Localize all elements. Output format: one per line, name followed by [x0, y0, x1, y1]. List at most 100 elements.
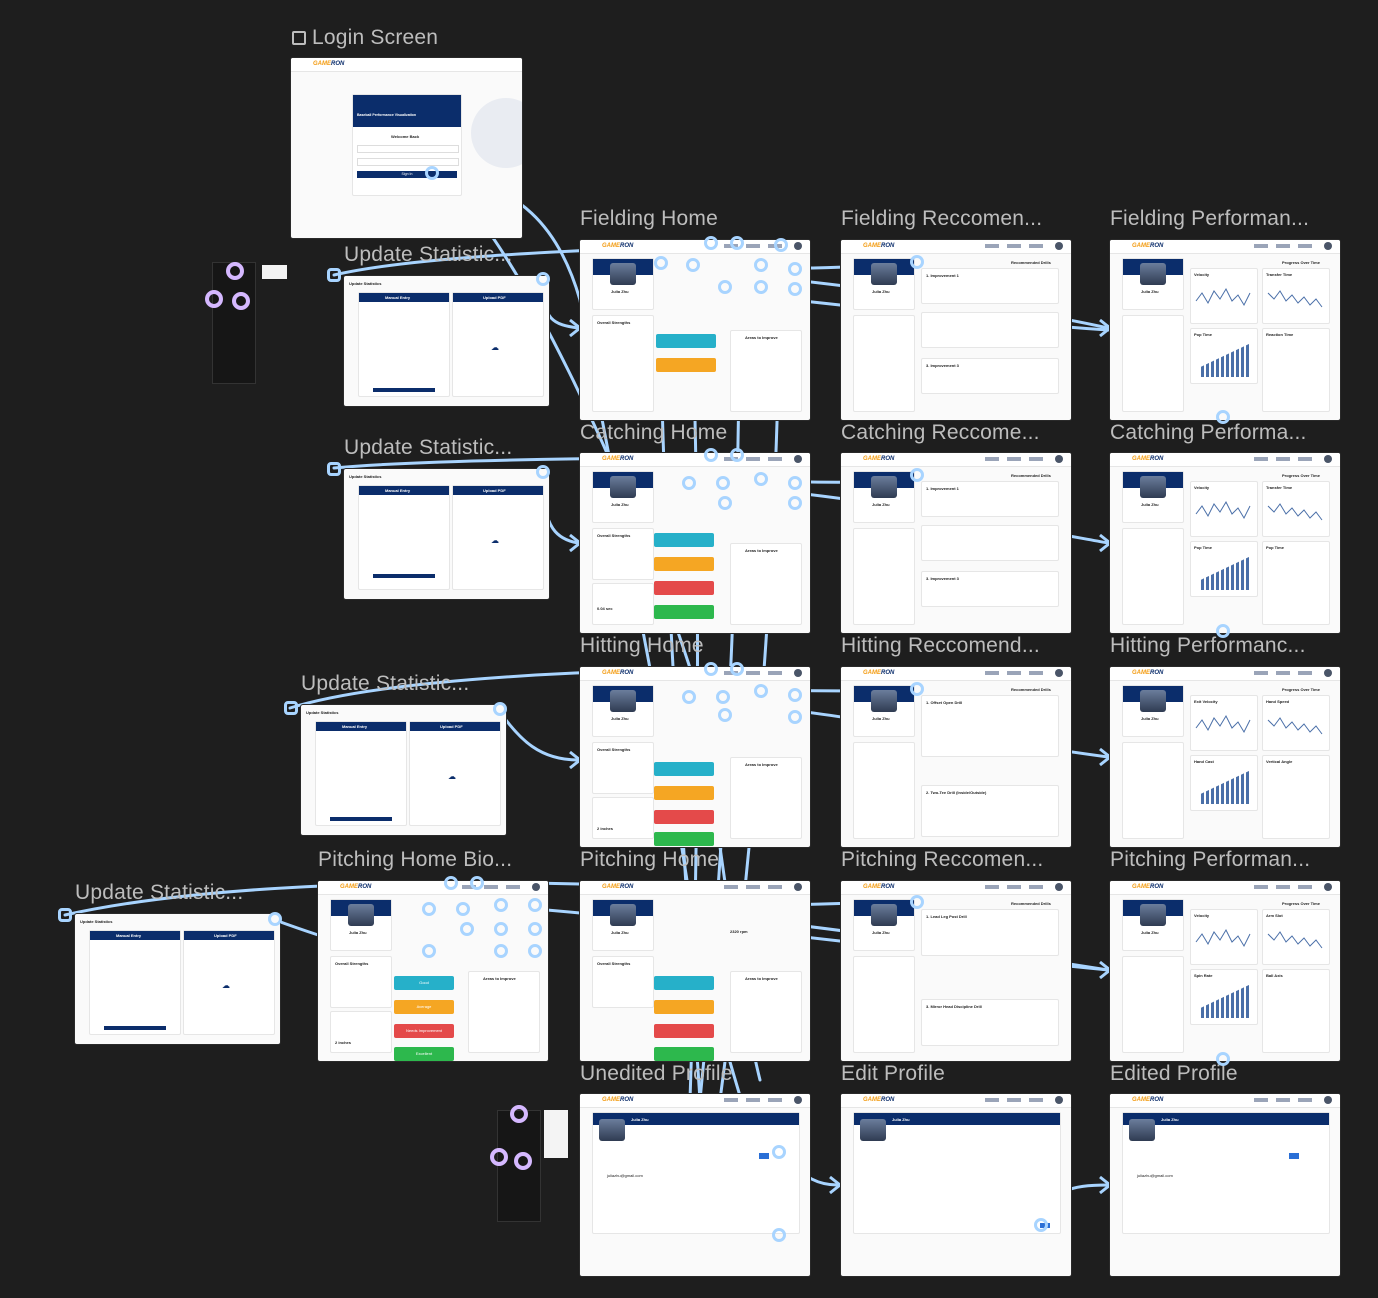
connection-node[interactable]	[730, 236, 744, 250]
connection-node[interactable]	[58, 908, 72, 922]
connection-node[interactable]	[910, 895, 924, 909]
frame-update-statistics-2[interactable]: Update Statistics Manual Entry Upload PD…	[344, 469, 549, 599]
connection-node[interactable]	[910, 255, 924, 269]
avatar[interactable]	[794, 1096, 802, 1104]
connection-node[interactable]	[422, 902, 436, 916]
connection-node[interactable]	[788, 282, 802, 296]
connection-node[interactable]	[284, 701, 298, 715]
connection-node[interactable]	[910, 682, 924, 696]
avatar[interactable]	[1055, 1096, 1063, 1104]
connection-node[interactable]	[718, 280, 732, 294]
connection-node[interactable]	[910, 468, 924, 482]
connection-node[interactable]	[788, 710, 802, 724]
frame-pitching-home[interactable]: GAMERON Julia Zhu Overall Strengths Area…	[580, 881, 810, 1061]
connection-node[interactable]	[460, 922, 474, 936]
frame-pitching-recommendations[interactable]: GAMERON Julia Zhu Recommended Drills 1. …	[841, 881, 1071, 1061]
frame-fielding-home[interactable]: GAMERON Julia Zhu Overall Strengths Area…	[580, 240, 810, 420]
connection-node[interactable]	[470, 876, 484, 890]
frame-update-statistics-3[interactable]: Update Statistics Manual Entry Upload PD…	[301, 705, 506, 835]
upload-pdf-tab[interactable]: Upload PDF	[214, 933, 237, 938]
frame-fielding-performance[interactable]: GAMERON Julia Zhu Progress Over Time Vel…	[1110, 240, 1340, 420]
connection-node[interactable]	[754, 472, 768, 486]
frame-hitting-performance[interactable]: GAMERON Julia Zhu Progress Over Time Exi…	[1110, 667, 1340, 847]
connection-node[interactable]	[494, 898, 508, 912]
connection-node[interactable]	[716, 690, 730, 704]
frame-update-statistics-1[interactable]: Update Statistics Manual Entry Upload PD…	[344, 276, 549, 406]
connection-node[interactable]	[754, 280, 768, 294]
upload-cloud-icon[interactable]: ☁	[491, 536, 499, 545]
avatar[interactable]	[794, 242, 802, 250]
avatar[interactable]	[532, 883, 540, 891]
connection-node[interactable]	[788, 262, 802, 276]
save-button[interactable]	[373, 388, 435, 392]
connection-node[interactable]	[754, 258, 768, 272]
connection-node[interactable]	[494, 922, 508, 936]
connection-node[interactable]	[718, 708, 732, 722]
frame-pitching-home-bio[interactable]: GAMERON Julia Zhu Overall Strengths 2 in…	[318, 881, 548, 1061]
avatar[interactable]	[1055, 669, 1063, 677]
upload-pdf-tab[interactable]: Upload PDF	[483, 295, 506, 300]
connection-node[interactable]	[528, 898, 542, 912]
connection-node[interactable]	[788, 476, 802, 490]
frame-fielding-recommendations[interactable]: GAMERON Julia Zhu Recommended Drills 1. …	[841, 240, 1071, 420]
connection-node[interactable]	[754, 684, 768, 698]
avatar[interactable]	[1324, 1096, 1332, 1104]
connection-node[interactable]	[1216, 1052, 1230, 1066]
connection-node[interactable]	[704, 236, 718, 250]
avatar[interactable]	[794, 455, 802, 463]
frame-update-statistics-4[interactable]: Update Statistics Manual Entry Upload PD…	[75, 914, 280, 1044]
connection-node[interactable]	[1034, 1218, 1048, 1232]
connection-node[interactable]	[493, 702, 507, 716]
avatar[interactable]	[1324, 669, 1332, 677]
frame-pitching-performance[interactable]: GAMERON Julia Zhu Progress Over Time Vel…	[1110, 881, 1340, 1061]
manual-entry-tab[interactable]: Manual Entry	[385, 488, 411, 493]
connection-node[interactable]	[788, 688, 802, 702]
manual-entry-tab[interactable]: Manual Entry	[385, 295, 411, 300]
connection-node[interactable]	[772, 1145, 786, 1159]
upload-cloud-icon[interactable]: ☁	[222, 981, 230, 990]
upload-cloud-icon[interactable]: ☁	[448, 772, 456, 781]
connection-node[interactable]	[456, 902, 470, 916]
connection-node[interactable]	[528, 944, 542, 958]
frame-catching-recommendations[interactable]: GAMERON Julia Zhu Recommended Drills 1. …	[841, 453, 1071, 633]
connection-node[interactable]	[1216, 410, 1230, 424]
avatar[interactable]	[1324, 455, 1332, 463]
avatar[interactable]	[794, 883, 802, 891]
connection-node[interactable]	[444, 876, 458, 890]
save-button[interactable]	[104, 1026, 166, 1030]
avatar[interactable]	[1055, 455, 1063, 463]
connection-node[interactable]	[682, 476, 696, 490]
connection-node[interactable]	[425, 166, 439, 180]
connection-node[interactable]	[730, 448, 744, 462]
upload-pdf-tab[interactable]: Upload PDF	[483, 488, 506, 493]
connection-node[interactable]	[536, 465, 550, 479]
connection-node[interactable]	[268, 912, 282, 926]
save-button[interactable]	[330, 817, 392, 821]
avatar[interactable]	[1324, 242, 1332, 250]
edit-button[interactable]	[1289, 1153, 1299, 1159]
frame-catching-performance[interactable]: GAMERON Julia Zhu Progress Over Time Vel…	[1110, 453, 1340, 633]
avatar[interactable]	[1055, 883, 1063, 891]
connection-node[interactable]	[654, 256, 668, 270]
connection-node[interactable]	[686, 258, 700, 272]
connection-node[interactable]	[422, 944, 436, 958]
connection-node[interactable]	[1216, 624, 1230, 638]
connection-node[interactable]	[494, 944, 508, 958]
save-button[interactable]	[373, 574, 435, 578]
connection-node[interactable]	[528, 922, 542, 936]
avatar[interactable]	[1324, 883, 1332, 891]
connection-node[interactable]	[704, 448, 718, 462]
frame-login[interactable]: GAMERON Baseball Performance Visualizati…	[291, 58, 522, 238]
connection-node[interactable]	[704, 662, 718, 676]
connection-node[interactable]	[536, 272, 550, 286]
email-field[interactable]	[357, 145, 459, 153]
connection-node[interactable]	[718, 496, 732, 510]
connection-node[interactable]	[774, 238, 788, 252]
upload-pdf-tab[interactable]: Upload PDF	[440, 724, 463, 729]
connection-node[interactable]	[327, 268, 341, 282]
manual-entry-tab[interactable]: Manual Entry	[342, 724, 368, 729]
connection-node[interactable]	[716, 476, 730, 490]
edit-button[interactable]	[759, 1153, 769, 1159]
